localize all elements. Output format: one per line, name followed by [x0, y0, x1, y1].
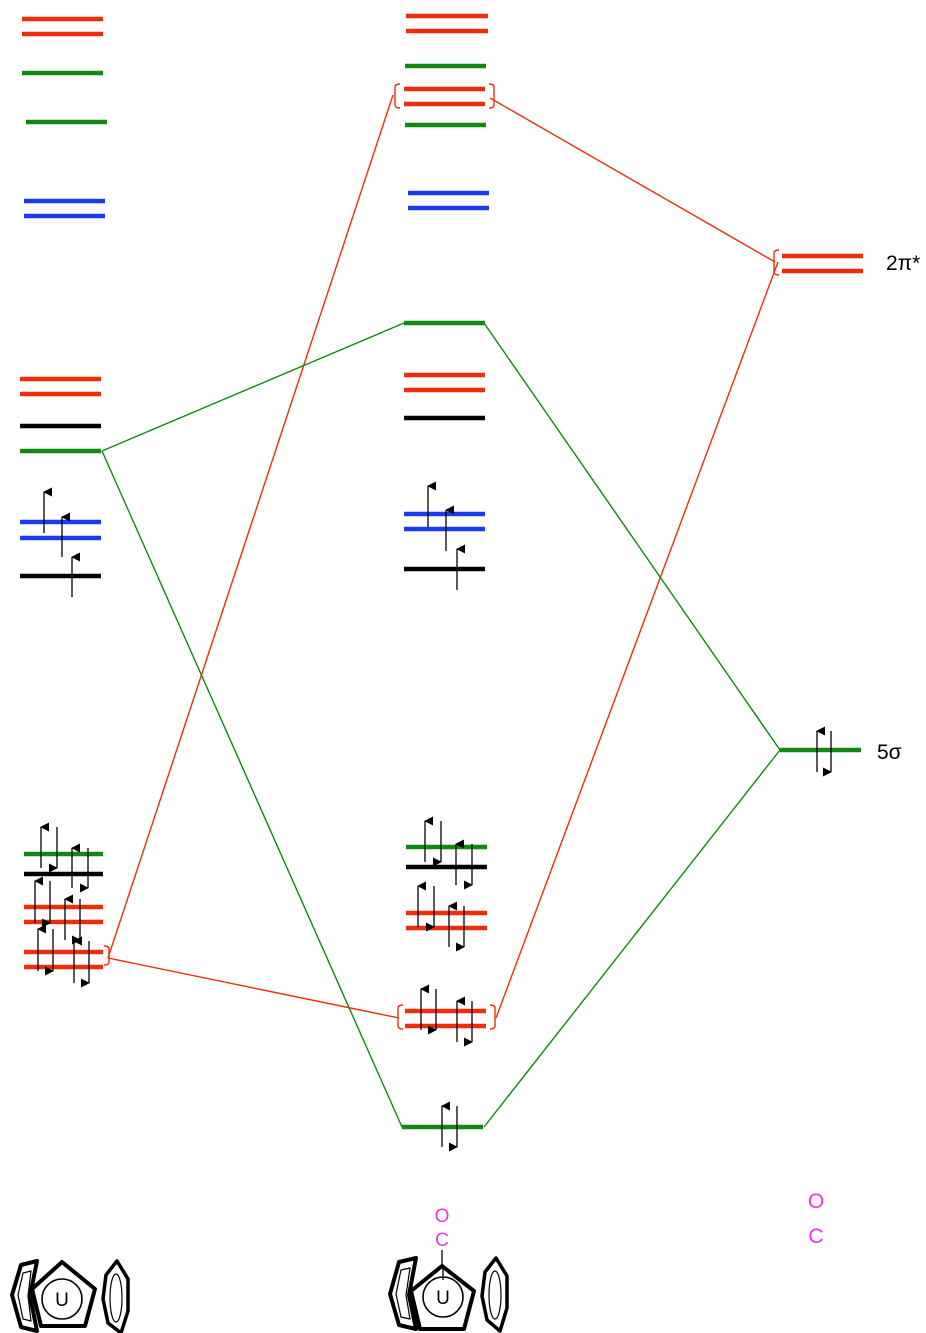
cp-ring-left: [10, 1259, 39, 1333]
corr-green-mid-upper-to-co: [483, 322, 781, 751]
corr-red-left-to-mid-bottom: [107, 957, 400, 1019]
middle-complex-levels: [402, 13, 489, 1130]
corr-green-left-to-mid-upper: [101, 322, 405, 452]
metal-center-circle: [41, 1278, 83, 1320]
bracket-mid-top-left: [394, 83, 401, 109]
co-oxygen-middle: O: [435, 1206, 450, 1227]
cp3uco-structure-middle: [388, 1256, 509, 1333]
corr-red-left-to-mid-top: [107, 94, 394, 959]
metal-label-left: U: [55, 1290, 69, 1311]
cp-ring-front: [409, 1264, 476, 1331]
corr-green-left-to-mid-lower: [101, 450, 403, 1128]
electron-arrows: [34, 481, 832, 1152]
left-fragment-levels: [20, 16, 107, 970]
correlation-lines: [101, 94, 781, 1128]
cp-ring-front: [30, 1260, 97, 1328]
cp-ring-left: [388, 1256, 418, 1331]
cp-ring-inner-left: [395, 1267, 411, 1320]
cp-ring-inner-right: [488, 1270, 502, 1320]
bracket-mid-top-right: [488, 83, 495, 109]
label-2pi-star: 2π*: [886, 252, 920, 275]
corr-green-mid-lower-to-co: [483, 749, 781, 1128]
cp-ring-inner-left: [17, 1270, 32, 1322]
co-levels: [780, 253, 863, 753]
bracket-mid-bottom-left: [397, 1004, 404, 1030]
bracket-mid-bottom-right: [489, 1004, 496, 1030]
corr-red-mid-top-to-co: [489, 97, 776, 263]
cp-ring-right: [480, 1256, 509, 1333]
brackets-middle-red: [394, 83, 496, 1030]
corr-red-mid-bottom-to-co: [495, 261, 779, 1019]
co-oxygen-right: O: [808, 1190, 824, 1213]
metal-label-middle: U: [436, 1288, 450, 1309]
bracket-co-red: [773, 249, 780, 276]
cp3u-structure-left: [10, 1259, 130, 1333]
co-carbon-middle: C: [435, 1230, 449, 1251]
cp-ring-right: [101, 1259, 130, 1333]
label-5sigma: 5σ: [877, 741, 902, 764]
cp-ring-inner-right: [109, 1273, 123, 1323]
co-carbon-right: C: [808, 1225, 823, 1248]
bracket-left-red: [103, 945, 110, 966]
